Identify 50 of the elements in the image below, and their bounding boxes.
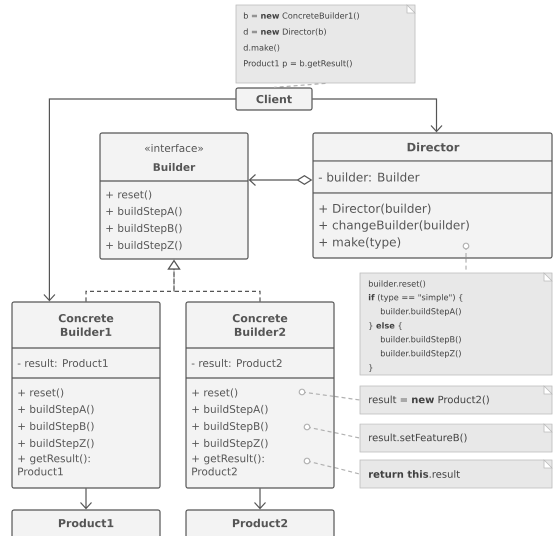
class-name: Concrete Builder2 (232, 314, 288, 336)
connector-line (80, 488, 92, 510)
class-name: Product1 (58, 518, 114, 528)
code-line: result = new Product2() (369, 396, 489, 404)
code-line: builder.buildStepB() (380, 336, 461, 344)
code-line: d.make() (244, 44, 280, 52)
method-text: + make(type) (319, 237, 400, 249)
connector-line (312, 98, 442, 132)
connector-line (334, 467, 360, 475)
method-text: + getResult(): Product2 (192, 454, 264, 476)
connector-line (274, 82, 326, 88)
method-text: + reset() (192, 388, 238, 398)
connector-line (334, 432, 360, 439)
code-line: builder.reset() (368, 280, 426, 288)
attribute-text: - result: Product2 (192, 358, 282, 368)
class-name: Director (408, 142, 460, 152)
method-text: + reset() (18, 388, 64, 398)
code-line: d = new Director(b) (244, 28, 326, 36)
connector-line (43, 98, 236, 302)
class-name: Product2 (232, 518, 288, 528)
method-text: + buildStepB() (106, 224, 182, 234)
method-text: + changeBuilder(builder) (319, 220, 469, 232)
code-line: if (type == "simple") { (368, 294, 462, 302)
method-text: + buildStepA() (106, 206, 182, 218)
class-name: Builder (154, 162, 196, 172)
method-text: + buildStepZ() (106, 240, 182, 252)
attribute-text: - result: Product1 (18, 358, 108, 368)
code-line: Product1 p = b.getResult() (244, 60, 352, 68)
method-text: + Director(builder) (319, 204, 430, 214)
class-name: Client (256, 94, 292, 104)
method-text: + buildStepA() (192, 404, 268, 416)
connector-line (254, 488, 266, 510)
code-line: builder.buildStepA() (380, 308, 461, 316)
code-line: result.setFeatureB() (369, 434, 467, 442)
class-name: Concrete Builder1 (58, 314, 114, 336)
method-text: + buildStepB() (192, 422, 268, 432)
attribute-text: - builder: Builder (318, 172, 420, 182)
code-line: builder.buildStepZ() (380, 350, 461, 358)
code-line: } else { (369, 322, 402, 330)
stereotype: «interface» (144, 144, 204, 152)
connector-line (334, 396, 360, 401)
code-line: } (369, 364, 372, 372)
method-text: + buildStepB() (18, 422, 94, 432)
method-text: + buildStepZ() (18, 438, 94, 450)
method-text: + buildStepZ() (192, 438, 268, 450)
method-text: + getResult(): Product1 (18, 454, 90, 476)
code-line: return this.result (369, 470, 460, 478)
method-text: + reset() (106, 190, 152, 200)
method-text: + buildStepA() (18, 404, 94, 416)
code-line: b = new ConcreteBuilder1() (244, 12, 359, 20)
